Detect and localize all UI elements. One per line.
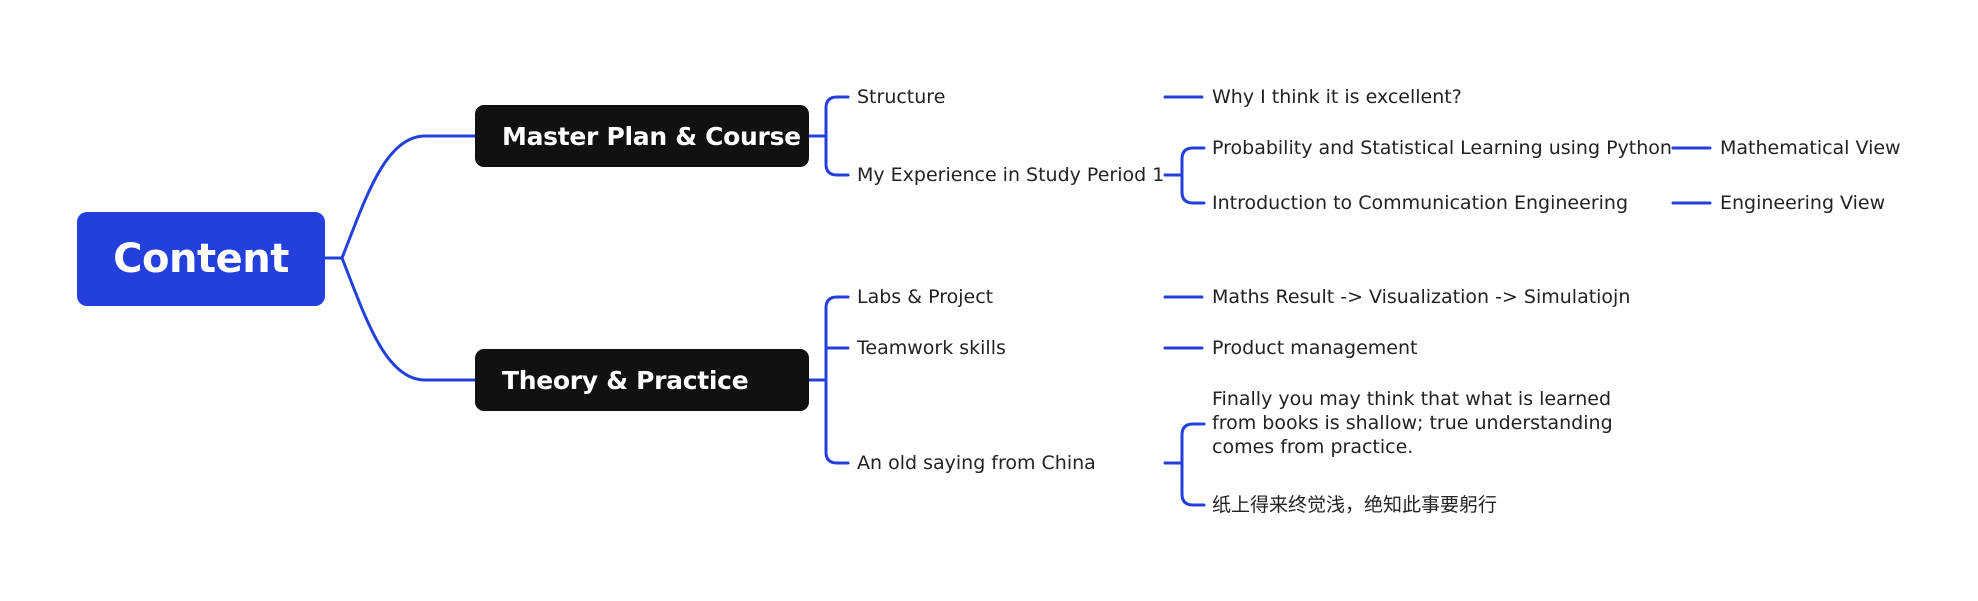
node-teamwork-skills[interactable]: Teamwork skills xyxy=(857,337,1006,359)
node-communication-course[interactable]: Introduction to Communication Engineerin… xyxy=(1212,192,1629,214)
connector-saying-bracket xyxy=(1163,422,1206,507)
root-node[interactable]: Content xyxy=(77,212,325,306)
node-probability-course[interactable]: Probability and Statistical Learning usi… xyxy=(1212,137,1672,159)
node-saying-chinese[interactable]: 纸上得来终觉浅，绝知此事要躬行 xyxy=(1212,494,1498,516)
node-my-experience[interactable]: My Experience in Study Period 1 xyxy=(857,164,1165,186)
connector-root-theory xyxy=(323,256,477,382)
branch-theory-practice[interactable]: Theory & Practice xyxy=(475,349,809,411)
connector-root-master-plan xyxy=(323,134,477,260)
node-labs-project[interactable]: Labs & Project xyxy=(857,286,994,308)
connector-master-plan-bracket xyxy=(807,95,850,177)
node-product-management[interactable]: Product management xyxy=(1212,337,1418,359)
node-maths-result[interactable]: Maths Result -> Visualization -> Simulat… xyxy=(1212,286,1631,308)
node-structure[interactable]: Structure xyxy=(857,86,946,108)
node-mathematical-view[interactable]: Mathematical View xyxy=(1720,137,1901,159)
node-engineering-view[interactable]: Engineering View xyxy=(1720,192,1886,214)
node-saying-translation[interactable]: Finally you may think that what is learn… xyxy=(1212,388,1613,458)
node-old-saying[interactable]: An old saying from China xyxy=(857,452,1096,474)
connector-theory-bracket xyxy=(807,295,850,465)
connector-experience-bracket xyxy=(1163,146,1206,205)
branch-master-plan-course[interactable]: Master Plan & Course xyxy=(475,105,809,167)
node-why-excellent[interactable]: Why I think it is excellent? xyxy=(1212,86,1462,108)
